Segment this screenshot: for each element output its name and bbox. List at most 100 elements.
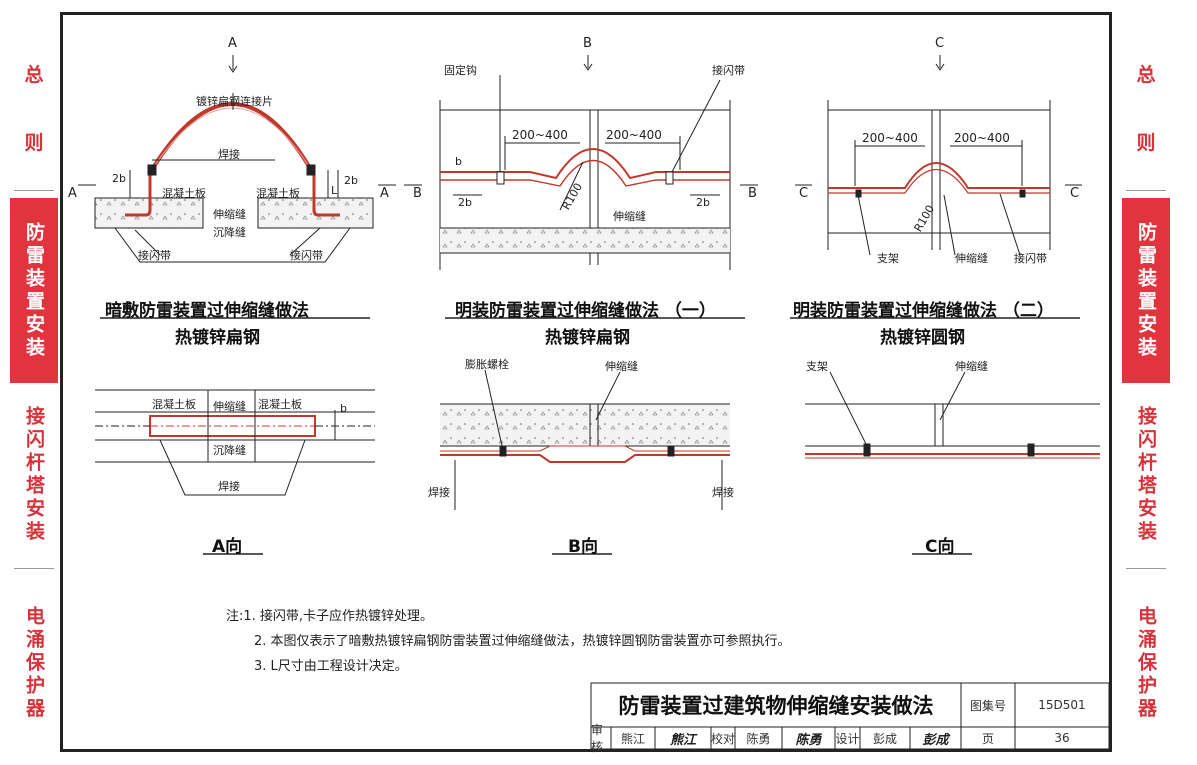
checker-name: 陈勇 [746, 731, 771, 746]
dim-l: L [331, 184, 338, 197]
dim-2b: 2b [344, 174, 358, 187]
tab-lightning-device-install[interactable]: 防雷装置安装 [1122, 198, 1170, 383]
label-concrete: 混凝土板 [258, 398, 302, 411]
view-c-drawing [805, 371, 1100, 459]
section-mark: C [935, 36, 945, 51]
view-b-drawing [440, 369, 730, 510]
section-mark: C [799, 186, 809, 201]
view-c-caption: C向 [925, 537, 955, 557]
label-settlement-joint: 沉降缝 [213, 444, 246, 457]
page-label: 页 [981, 731, 994, 746]
view-a-caption: A向 [212, 537, 243, 557]
label-weld: 焊接 [428, 486, 450, 499]
page-number: 36 [1054, 731, 1070, 745]
designer-name: 彭成 [872, 731, 897, 746]
dim-spacing: 200~400 [954, 131, 1010, 145]
note-item: 1. 接闪带,卡子应作热镀锌处理。 [243, 609, 434, 624]
section-mark: A [68, 186, 77, 201]
label-support: 支架 [877, 252, 899, 265]
check-label: 校对 [711, 731, 736, 746]
drawing-frame [60, 12, 1112, 752]
label-settlement-joint: 沉降缝 [213, 226, 246, 239]
section-mark: A [228, 36, 237, 51]
label-air-termination-strip: 接闪带 [138, 249, 171, 262]
figure2-caption: 明装防雷装置过伸缩缝做法 （一） [455, 301, 716, 321]
label-expansion-joint: 伸缩缝 [613, 210, 646, 223]
designer-signature: 彭成 [922, 732, 949, 748]
divider [1126, 568, 1166, 569]
label-expansion-joint: 伸缩缝 [955, 360, 988, 373]
dim-b: b [340, 402, 347, 415]
drawing-title: 防雷装置过建筑物伸缩缝安装做法 [618, 694, 934, 718]
figure3-subcaption: 热镀锌圆钢 [880, 328, 965, 348]
dim-spacing: 200~400 [512, 128, 568, 142]
label-expansion-bolt: 膨胀螺栓 [465, 358, 509, 371]
atlas-label: 图集号 [969, 698, 1006, 713]
section-mark: B [748, 186, 757, 201]
section-mark: B [583, 36, 592, 51]
tab-general-2[interactable]: 则 [1136, 132, 1156, 154]
dim-2b: 2b [696, 196, 710, 209]
checker-signature: 陈勇 [795, 732, 822, 748]
dim-2b: 2b [112, 172, 126, 185]
title-block: 防雷装置过建筑物伸缩缝安装做法 图集号 15D501 审核 熊江 熊江 校对 陈… [591, 683, 1109, 754]
label-air-termination-strip: 接闪带 [1014, 252, 1047, 265]
label-expansion-joint: 伸缩缝 [213, 400, 246, 413]
section-mark: A [380, 186, 389, 201]
label-expansion-joint: 伸缩缝 [213, 208, 246, 221]
dim-2b: 2b [458, 196, 472, 209]
label-concrete: 混凝土板 [162, 187, 206, 200]
tab-general-1[interactable]: 总 [1136, 64, 1156, 86]
label-weld: 焊接 [218, 480, 240, 493]
label-concrete: 混凝土板 [256, 187, 300, 200]
section-mark: C [1070, 186, 1080, 201]
label-connector: 镀锌扁钢连接片 [196, 95, 273, 108]
figure2-drawing [404, 55, 758, 270]
tab-surge-protector[interactable]: 电涌保护器 [1135, 605, 1157, 721]
titleblock-grid [590, 682, 1110, 750]
label-expansion-joint: 伸缩缝 [605, 360, 638, 373]
view-b-caption: B向 [568, 537, 598, 557]
note-item: 2. 本图仅表示了暗敷热镀锌扁钢防雷装置过伸缩缝做法，热镀锌圆钢防雷装置亦可参照… [254, 634, 791, 649]
label-fixing-hook: 固定钩 [444, 64, 477, 77]
divider [1126, 190, 1166, 191]
figure3-drawing [795, 55, 1082, 256]
reviewer-name: 熊江 [620, 731, 645, 746]
reviewer-signature: 熊江 [669, 732, 696, 748]
dim-spacing: 200~400 [606, 128, 662, 142]
label-concrete: 混凝土板 [152, 398, 196, 411]
note-item: 3. L尺寸由工程设计决定。 [254, 659, 408, 674]
notes: 注:1. 接闪带,卡子应作热镀锌处理。 2. 本图仅表示了暗敷热镀锌扁钢防雷装置… [226, 604, 791, 679]
dim-spacing: 200~400 [862, 131, 918, 145]
figure3-caption: 明装防雷装置过伸缩缝做法 （二） [793, 301, 1054, 321]
label-weld: 焊接 [218, 148, 240, 161]
divider [14, 568, 54, 569]
right-category-strip: 总 则 防雷装置安装 接闪杆塔安装 电涌保护器 [1122, 0, 1170, 765]
tab-general-1[interactable]: 总 [24, 64, 44, 86]
section-mark: B [413, 186, 422, 201]
design-label: 设计 [835, 731, 860, 746]
tab-general-2[interactable]: 则 [24, 132, 44, 154]
label-expansion-joint: 伸缩缝 [955, 252, 988, 265]
figure1-subcaption: 热镀锌扁钢 [175, 328, 260, 348]
note-line: 注:1. 接闪带,卡子应作热镀锌处理。 [226, 604, 791, 629]
atlas-number: 15D501 [1038, 698, 1086, 712]
note-line: 3. L尺寸由工程设计决定。 [226, 654, 791, 679]
tab-air-terminal-tower-install[interactable]: 接闪杆塔安装 [1135, 406, 1157, 544]
figure1-caption: 暗敷防雷装置过伸缩缝做法 [105, 301, 309, 321]
view-a-drawing [95, 389, 375, 496]
review-label: 审核 [591, 723, 604, 754]
figure2-subcaption: 热镀锌扁钢 [545, 328, 630, 348]
label-air-termination-strip: 接闪带 [290, 249, 323, 262]
label-air-termination-strip: 接闪带 [712, 64, 745, 77]
notes-prefix: 注: [226, 609, 244, 624]
label-support: 支架 [806, 360, 828, 373]
label-weld: 焊接 [712, 486, 734, 499]
figure1-drawing [78, 55, 396, 263]
tab-air-terminal-tower-install[interactable]: 接闪杆塔安装 [23, 406, 45, 544]
left-category-strip: 总 则 防雷装置安装 接闪杆塔安装 电涌保护器 [10, 0, 58, 765]
tab-lightning-device-install[interactable]: 防雷装置安装 [10, 198, 58, 383]
note-line: 2. 本图仅表示了暗敷热镀锌扁钢防雷装置过伸缩缝做法，热镀锌圆钢防雷装置亦可参照… [226, 629, 791, 654]
tab-surge-protector[interactable]: 电涌保护器 [23, 605, 45, 721]
